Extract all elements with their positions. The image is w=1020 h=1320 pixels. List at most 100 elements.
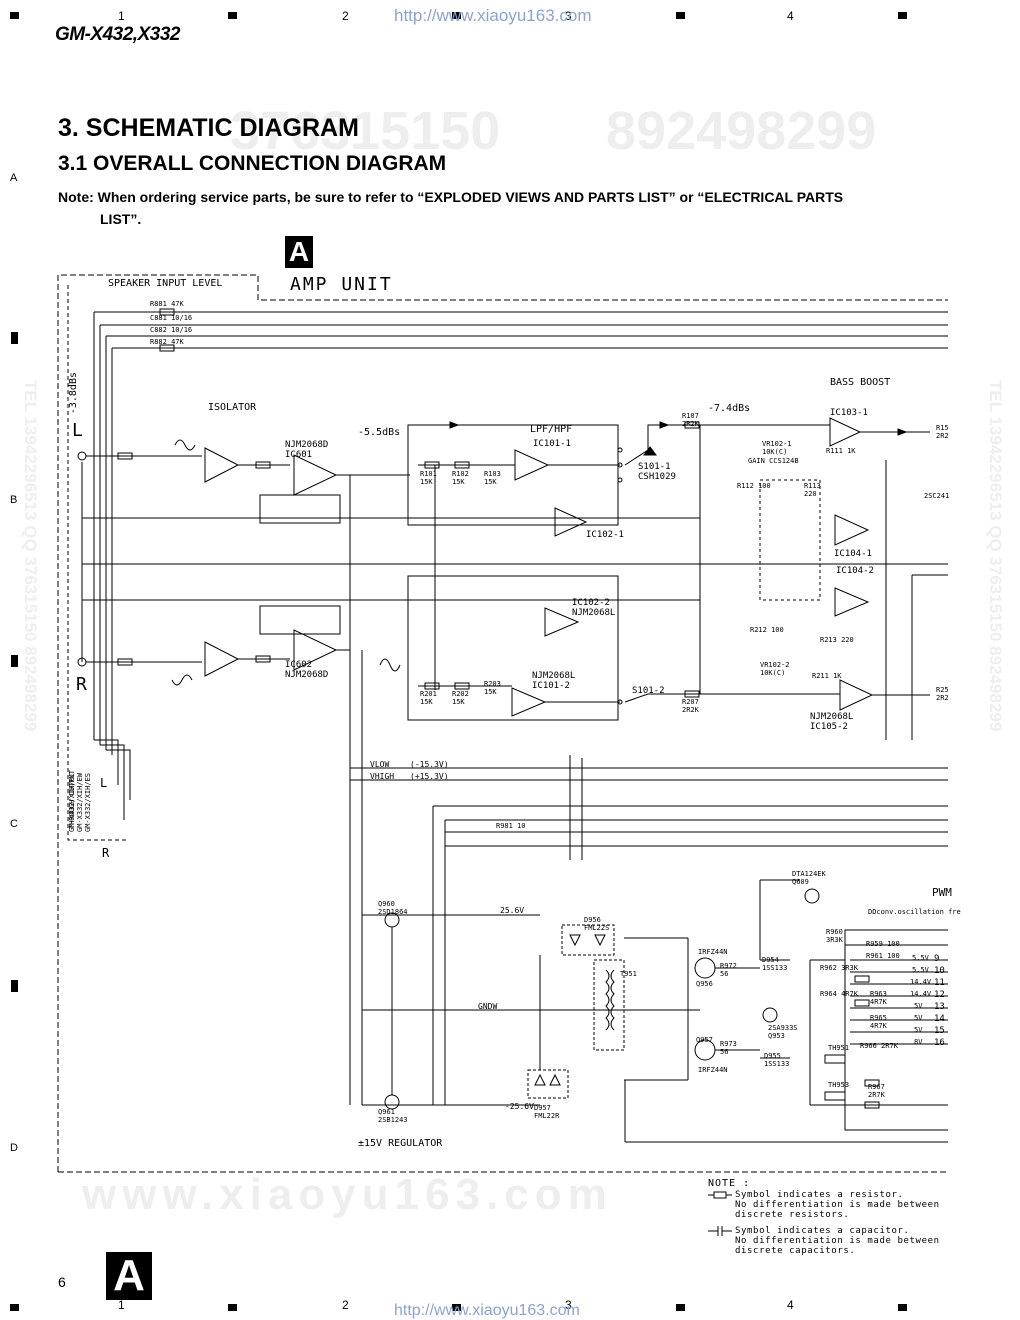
watermark-digits-left: 376315150	[230, 101, 501, 161]
label-vlow: VLOW	[370, 760, 390, 769]
part-label: R111 1K	[826, 447, 856, 455]
part-label: R203 15K	[484, 680, 501, 696]
section-title: 3. SCHEMATIC DIAGRAM	[58, 114, 359, 142]
part-label: R15 2R2	[936, 424, 949, 440]
opamp-ic102-1	[554, 507, 588, 537]
label-s101-2: S101-2	[632, 686, 665, 696]
ordering-note: Note: When ordering service parts, be su…	[58, 186, 938, 230]
through-output-box	[67, 285, 128, 841]
opamp-isolator-l	[204, 447, 240, 483]
label-ic102-1: IC102-1	[586, 530, 624, 540]
grid-mark	[452, 1304, 461, 1311]
grid-number-2-bottom: 2	[342, 1298, 349, 1312]
label-s101: S101-1 CSH1029	[638, 462, 676, 482]
diode-d956	[569, 934, 581, 947]
ic601-part: NJM2068D	[285, 440, 329, 450]
part-label: R213 220	[820, 636, 854, 644]
label-through-l: L	[100, 776, 108, 790]
label-gndw: GNDW	[478, 1002, 498, 1011]
label-q961: Q961 2SB1243	[378, 1108, 408, 1124]
part-label: R113 220	[804, 482, 821, 498]
signal-arrow	[659, 421, 670, 429]
grid-number-4: 4	[787, 9, 794, 23]
part-label: R967 2R7K	[868, 1083, 885, 1099]
opamp-ic602	[293, 629, 338, 671]
legend-capacitor-line-1: Symbol indicates a capacitor.	[735, 1226, 910, 1236]
unit-badge: A	[285, 236, 313, 268]
label-through-models: GM-X432/XIH/UC GM-X332/XIH/EW GM-X332/XI…	[68, 772, 92, 832]
opamp-isolator-r	[204, 641, 240, 677]
label-ic104-2: IC104-2	[836, 566, 874, 576]
pin-number: 9	[934, 954, 940, 964]
grid-number-1-bottom: 1	[118, 1298, 125, 1312]
label-d954: D954 1SS133	[762, 956, 788, 972]
resistor	[424, 682, 440, 690]
label-q957: Q957	[696, 1036, 713, 1044]
label-ic101-1: IC101-1	[533, 439, 571, 449]
opamp-ic101-2	[511, 687, 547, 717]
label-ic103-1: IC103-1	[830, 408, 868, 418]
grid-letter-b: B	[10, 494, 18, 506]
lpf-hpf-block	[407, 424, 619, 526]
pin-voltage: 5V	[914, 1002, 923, 1010]
resistor	[255, 655, 271, 663]
signal-arrow	[449, 421, 460, 429]
part-label: R211 1K	[812, 672, 842, 680]
input-terminal-l	[77, 451, 87, 461]
grid-number-3-bottom: 3	[565, 1298, 572, 1312]
capacitor-symbol	[708, 1226, 732, 1236]
bass-boost-network	[759, 479, 821, 601]
pin-number: 11	[934, 978, 945, 988]
resistor	[864, 1079, 880, 1087]
pin-number: 14	[934, 1014, 945, 1024]
part-label: R202 15K	[452, 690, 469, 706]
diode-block-d956	[561, 924, 615, 956]
switch-s101-contact	[617, 447, 623, 453]
grid-mark	[10, 12, 19, 19]
label-d955: D955 1SS133	[764, 1052, 790, 1068]
header-url[interactable]: http://www.xiaoyu163.com	[394, 6, 592, 25]
part-label: R201 15K	[420, 690, 437, 706]
label-level-m55: -5.5dBs	[358, 427, 401, 438]
label-th953: TH953	[828, 1081, 850, 1089]
label-th951: TH951	[828, 1044, 850, 1052]
label-d957: D957 FML22R	[534, 1104, 560, 1120]
model-name: GM-X432,X332	[55, 24, 180, 45]
grid-mark	[11, 332, 18, 344]
label-q609: DTA124EK Q609	[792, 870, 826, 886]
lpf-hpf-block-r	[407, 575, 619, 721]
label-vhigh-voltage: (+15.3V)	[410, 772, 449, 781]
part-label: GAIN CCS124B	[748, 457, 799, 465]
part-label: R107 2R2K	[682, 412, 699, 428]
ic103-2-ref: IC105-2	[810, 722, 848, 732]
resistor	[117, 658, 133, 666]
switch-s101-contact	[617, 477, 623, 483]
grid-mark	[228, 12, 237, 19]
switch-s101-2-blade	[624, 693, 649, 703]
part-label: R964 4R7K	[820, 990, 858, 998]
part-label: R973 56	[720, 1040, 737, 1056]
label-q960: Q960 2SD1864	[378, 900, 408, 916]
label-t951: T951	[620, 970, 637, 978]
label-q957-part: IRFZ44N	[698, 1066, 728, 1074]
part-label: R103 15K	[484, 470, 501, 486]
opamp-ic103-2	[839, 679, 874, 711]
watermark-side: TEL 13942296513 QQ 376315150 892498299	[986, 380, 1005, 732]
pin-voltage: 14.4V	[910, 990, 932, 998]
subsection-title: 3.1 OVERALL CONNECTION DIAGRAM	[58, 152, 447, 175]
resistor-r881	[159, 308, 175, 316]
resistor	[454, 682, 470, 690]
ic101-2-part: NJM2068L	[532, 671, 576, 681]
legend-capacitor-line-2: No differentiation is made between	[735, 1236, 940, 1246]
diode-d956	[594, 934, 606, 947]
label-p256: 25.6V	[500, 906, 525, 915]
footer-url[interactable]: http://www.xiaoyu163.com	[394, 1302, 580, 1319]
thermistor-th951	[824, 1054, 846, 1064]
ic102-2-ref: IC102-2	[572, 598, 610, 608]
resistor	[255, 461, 271, 469]
grid-mark	[228, 1304, 237, 1311]
grid-mark	[898, 1304, 907, 1311]
legend-resistor: Symbol indicates a resistor. No differen…	[735, 1190, 940, 1220]
